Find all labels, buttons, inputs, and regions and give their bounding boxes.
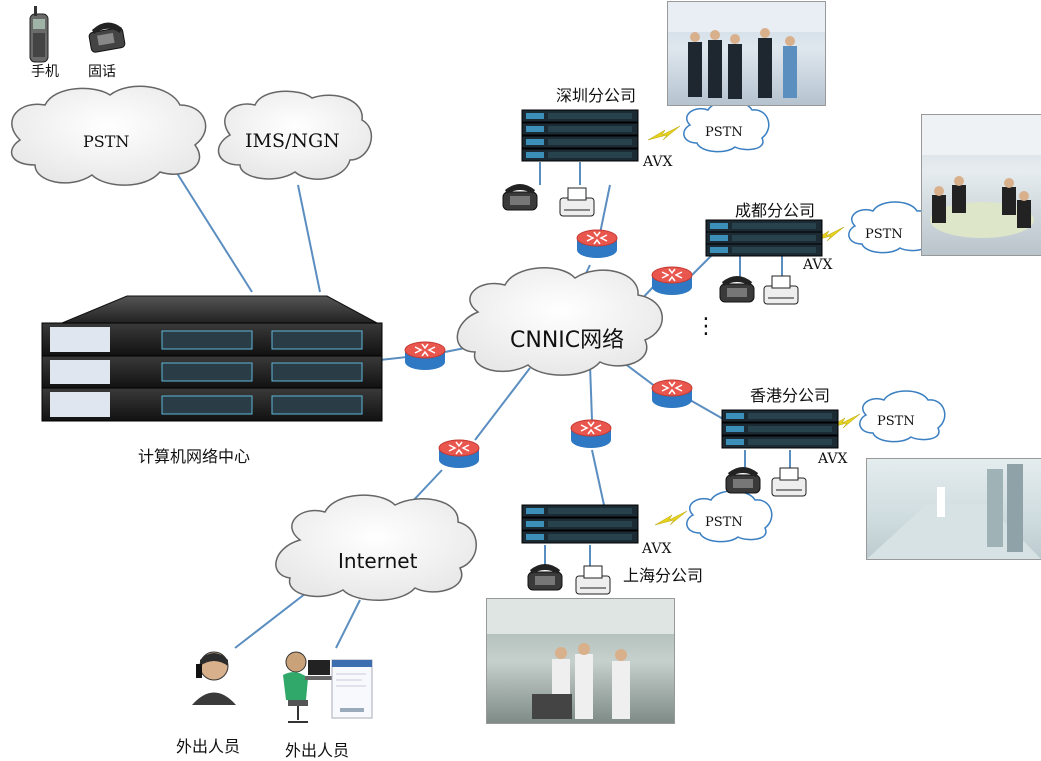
- remote-person-b-label: 外出人员: [285, 741, 350, 760]
- router-hongkong: [651, 379, 693, 409]
- cloud-pstn-main: [10, 85, 207, 186]
- branch-shenzhen-name: 深圳分公司: [556, 86, 637, 105]
- switch-hongkong: [721, 409, 839, 449]
- fax-icon-hongkong: [771, 467, 807, 497]
- cloud-ims-ngn: [217, 90, 373, 180]
- branch-hongkong-device: AVX: [818, 451, 848, 467]
- photo-shanghai: [486, 598, 675, 724]
- cloud-cnnic-label: CNNIC网络: [510, 328, 625, 353]
- branch-chengdu-device: AVX: [803, 257, 833, 273]
- phone-icon-shanghai: [527, 563, 563, 591]
- cloud-internet: [275, 494, 477, 601]
- router-shanghai: [570, 419, 612, 449]
- fax-icon-shanghai: [575, 565, 611, 595]
- cloud-pstn-shenzhen: [683, 100, 770, 153]
- more-branches-indicator: ⋮: [695, 314, 717, 339]
- main-rack: [41, 295, 383, 422]
- pstn-shanghai-label: PSTN: [705, 515, 743, 530]
- branch-chengdu-name: 成都分公司: [735, 201, 816, 220]
- mobile-phone-icon: [29, 6, 49, 63]
- landline-phone-icon: [88, 22, 126, 53]
- router-center-left: [404, 341, 446, 371]
- photo-hongkong: [866, 458, 1041, 560]
- switch-shanghai: [521, 504, 639, 544]
- cloud-ims-ngn-label: IMS/NGN: [245, 130, 340, 152]
- branch-shenzhen-device: AVX: [643, 154, 673, 170]
- center-label: 计算机网络中心: [138, 447, 251, 466]
- phone-icon-hongkong: [725, 466, 761, 494]
- pstn-chengdu-label: PSTN: [865, 227, 903, 242]
- photo-shenzhen: [667, 1, 826, 106]
- branch-shanghai-device: AVX: [642, 541, 672, 557]
- pstn-hongkong-label: PSTN: [877, 414, 915, 429]
- cloud-pstn-hongkong: [859, 390, 946, 443]
- branch-shanghai-name: 上海分公司: [623, 566, 704, 585]
- branch-hongkong-name: 香港分公司: [750, 386, 831, 405]
- cloud-internet-label: Internet: [338, 549, 418, 573]
- mobile-label: 手机: [31, 64, 59, 80]
- fax-icon-chengdu: [763, 275, 799, 305]
- software-screen: [331, 659, 373, 719]
- person-phone-icon: [192, 651, 236, 705]
- router-internet: [438, 439, 480, 469]
- switch-chengdu: [705, 219, 823, 257]
- phone-icon-shenzhen: [502, 183, 538, 211]
- cloud-pstn-main-label: PSTN: [83, 132, 130, 151]
- cloud-pstn-shanghai: [686, 490, 773, 543]
- pstn-shenzhen-label: PSTN: [705, 125, 743, 140]
- fax-icon-shenzhen: [559, 187, 595, 217]
- cloud-cnnic: [456, 267, 663, 376]
- photo-chengdu: [921, 114, 1041, 256]
- router-chengdu: [651, 266, 693, 296]
- switch-shenzhen: [521, 109, 639, 162]
- router-shenzhen: [576, 229, 618, 259]
- phone-icon-chengdu: [719, 275, 755, 303]
- remote-person-a-label: 外出人员: [176, 737, 241, 756]
- person-laptop-icon: [283, 651, 335, 723]
- landline-label: 固话: [88, 64, 116, 80]
